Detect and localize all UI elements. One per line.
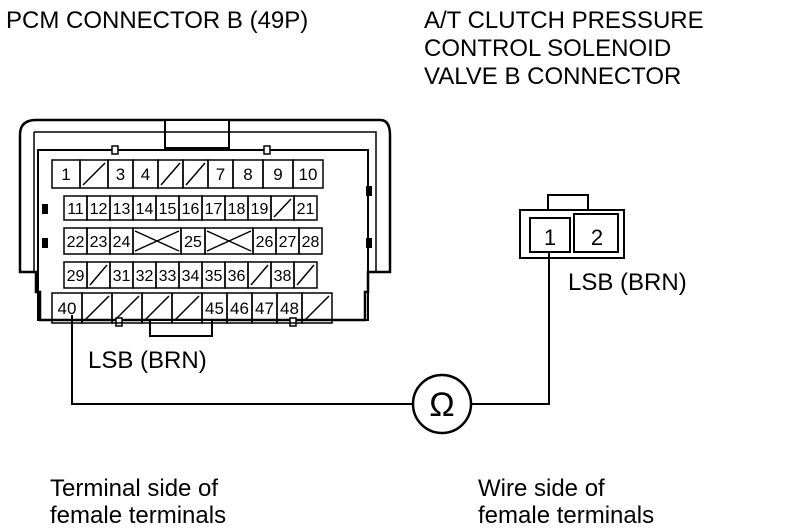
blocked-cavity-cross [134,230,180,252]
pcm-terminal-number: 8 [243,165,252,184]
pcm-notch-2 [263,145,271,155]
pcm-terminal-number: 25 [184,234,202,251]
pcm-terminal-number: 21 [297,201,315,218]
pcm-wire [71,315,412,405]
pcm-terminal-number: 1 [61,165,70,184]
pcm-terminal-number: 7 [216,165,225,184]
pcm-terminal-number: 15 [159,201,177,218]
pcm-cell [298,227,323,255]
unused-terminal-slash [82,162,106,186]
pcm-bottom-key [149,319,213,337]
pcm-terminal-number: 33 [159,268,177,285]
pcm-terminal-number: 18 [228,201,246,218]
pcm-terminal-number: 16 [182,201,200,218]
pcm-terminal-number: 36 [228,268,246,285]
solenoid-title-line1: A/T CLUTCH PRESSURE [424,7,704,34]
pcm-terminal-number: 34 [182,268,200,285]
pcm-terminal-number: 23 [90,234,108,251]
pcm-terminal-number: 10 [299,165,318,184]
ohm-symbol: Ω [429,386,454,424]
pcm-terminal-number: 29 [67,268,85,285]
pcm-terminal-number: 13 [113,201,131,218]
unused-terminal-slash [273,198,292,218]
solenoid-terminal-2-cell [573,213,619,253]
pcm-terminal-number: 28 [302,234,320,251]
solenoid-caption-line1: Wire side of [478,475,605,502]
pcm-terminal-number: 48 [280,299,299,318]
pcm-cell [301,292,333,324]
pcm-left-tab-2 [42,238,48,248]
pcm-terminal-number: 14 [136,201,154,218]
unused-terminal-slash [89,264,108,286]
pcm-terminal-number: 19 [251,201,269,218]
pcm-notch-3 [115,317,123,327]
pcm-right-tab-2 [366,238,372,248]
solenoid-terminal-2: 2 [591,225,603,250]
pcm-terminal-number: 9 [273,165,282,184]
pcm-terminal-number: 17 [205,201,223,218]
solenoid-terminal-1: 1 [544,225,556,250]
pcm-top-latch [164,119,230,149]
solenoid-caption-line2: female terminals [478,502,655,529]
unused-terminal-slash [114,295,140,321]
pcm-right-tab-1 [366,186,372,196]
unused-terminal-slash [160,162,181,186]
pcm-left-tab-1 [42,204,48,214]
solenoid-wire-label: LSB (BRN) [568,269,687,296]
pcm-terminal-number: 38 [274,268,292,285]
unused-terminal-slash [174,295,200,321]
pcm-terminal-number: 47 [255,299,274,318]
pcm-terminal-number: 40 [58,299,77,318]
pcm-terminal-number: 26 [256,234,274,251]
pcm-terminal-number: 12 [90,201,108,218]
unused-terminal-slash [84,295,110,321]
pcm-terminal-number: 35 [205,268,223,285]
pcm-caption-line1: Terminal side of [50,475,219,502]
ohmmeter-icon [411,373,473,435]
pcm-wire-label: LSB (BRN) [88,347,207,374]
pcm-cell [292,159,324,189]
pcm-notch-1 [111,145,119,155]
pcm-caption-line2: female terminals [50,502,227,529]
pcm-terminal-number: 3 [116,165,125,184]
solenoid-title-line3: VALVE B CONNECTOR [424,63,682,90]
unused-terminal-slash [296,264,315,286]
pcm-cell [293,261,318,289]
pcm-terminal-number: 24 [113,234,131,251]
pcm-terminal-number: 45 [205,299,224,318]
unused-terminal-slash [144,295,170,321]
solenoid-title-line2: CONTROL SOLENOID [424,35,672,62]
solenoid-wire [472,252,550,405]
pcm-cell [293,195,318,221]
pcm-terminal-number: 4 [141,165,150,184]
pcm-terminal-number: 11 [67,201,84,218]
pcm-terminal-number: 31 [113,268,131,285]
pcm-notch-4 [289,317,297,327]
pcm-inner-frame [34,131,377,272]
blocked-cavity-cross [206,230,252,252]
pcm-terminal-number: 46 [230,299,249,318]
unused-terminal-slash [250,264,269,286]
unused-terminal-slash [304,295,330,321]
pcm-terminal-number: 22 [67,234,85,251]
pcm-terminal-number: 32 [136,268,154,285]
solenoid-connector-tab [547,194,589,212]
pcm-connector-title: PCM CONNECTOR B (49P) [6,7,309,34]
pcm-terminal-number: 27 [279,234,297,251]
unused-terminal-slash [185,162,206,186]
